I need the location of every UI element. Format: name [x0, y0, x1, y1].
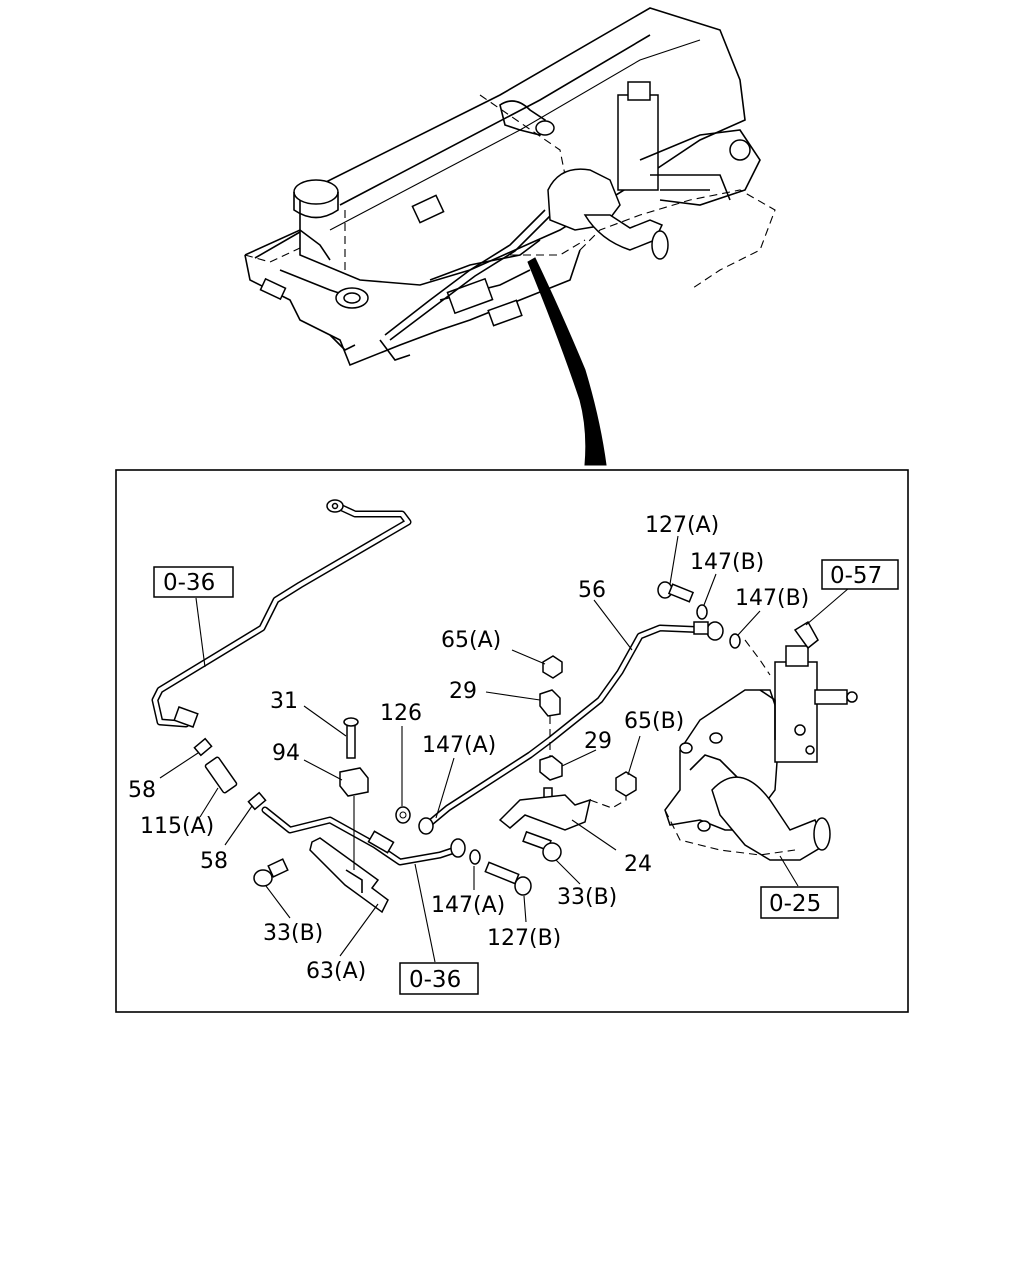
callout-24: 24 — [624, 852, 652, 877]
callout-29-upper: 29 — [449, 679, 477, 704]
bracket-63A — [253, 837, 389, 914]
callout-147A-upper: 147(A) — [422, 733, 496, 758]
egr-valve-assembly — [664, 620, 858, 861]
bolt-127A-and-washers — [657, 581, 741, 649]
reference-box-036-top: 0-36 — [153, 566, 234, 598]
callout-labels: 127(A) 147(B) 147(B) 56 65(A) 29 29 65(B… — [128, 513, 809, 984]
callout-56: 56 — [578, 578, 606, 603]
callout-33B-right: 33(B) — [557, 885, 617, 910]
detail-frame — [115, 469, 909, 1013]
callout-58-upper: 58 — [128, 778, 156, 803]
callout-29-lower: 29 — [584, 729, 612, 754]
callout-58-lower: 58 — [200, 849, 228, 874]
reference-box-025: 0-25 — [760, 886, 839, 919]
callout-31: 31 — [270, 689, 298, 714]
pipe-56 — [418, 621, 724, 835]
callout-65B: 65(B) — [624, 709, 684, 734]
lower-pipe-assembly — [261, 806, 466, 866]
zoom-pointer-wedge — [527, 257, 607, 466]
bracket-24 — [498, 785, 627, 831]
bolt-33B-right — [522, 830, 562, 862]
nut-65B — [615, 771, 637, 797]
callout-33B-left: 33(B) — [263, 921, 323, 946]
ref-036-top-label: 0-36 — [163, 570, 215, 596]
callout-147B-upper: 147(B) — [690, 550, 764, 575]
washer-147A-lower — [469, 849, 481, 865]
callout-127A: 127(A) — [645, 513, 719, 538]
leader-lines — [159, 535, 850, 963]
ref-057-label: 0-57 — [830, 563, 882, 589]
reference-box-036-bottom: 0-36 — [399, 962, 479, 995]
clips-29-and-nut-65A — [539, 655, 563, 813]
callout-63A: 63(A) — [306, 959, 366, 984]
callout-115A: 115(A) — [140, 814, 214, 839]
callout-127B: 127(B) — [487, 926, 561, 951]
hose-115A-group — [193, 737, 267, 811]
engine-overview-illustration — [244, 7, 776, 367]
left-pipe-assembly — [151, 499, 412, 728]
clip-94-and-bolt-31 — [339, 717, 369, 870]
callout-94: 94 — [272, 741, 300, 766]
ref-036-bottom-label: 0-36 — [409, 967, 461, 993]
callout-147B-lower: 147(B) — [735, 586, 809, 611]
ref-025-label: 0-25 — [769, 891, 821, 917]
callout-65A: 65(A) — [441, 628, 501, 653]
washer-126-hole — [399, 811, 407, 819]
reference-box-057: 0-57 — [821, 559, 899, 590]
bolt-127B — [484, 861, 532, 896]
callout-147A-lower: 147(A) — [431, 893, 505, 918]
callout-126: 126 — [380, 701, 422, 726]
